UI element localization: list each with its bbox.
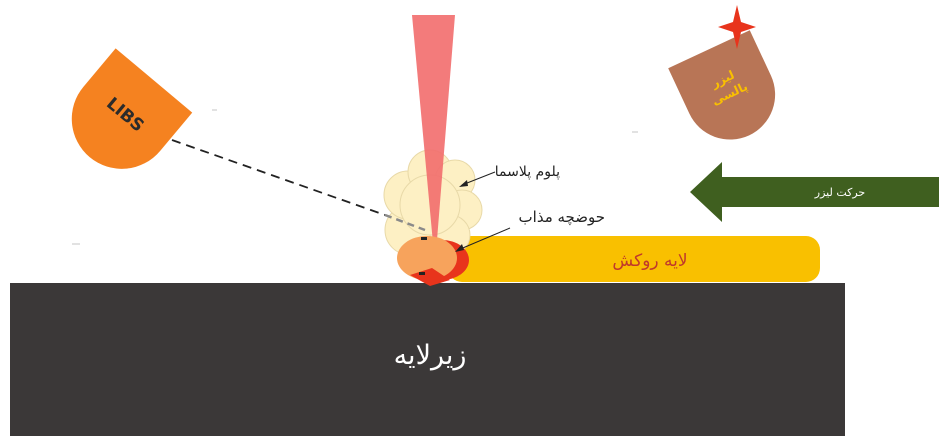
libs-sight-line xyxy=(172,140,385,215)
melt-pool-marker-bottom xyxy=(419,272,425,275)
substrate-label: زیرلایه xyxy=(394,340,467,371)
decorative-mark xyxy=(212,109,217,111)
coating-layer-label: لایه روکش xyxy=(612,251,687,271)
melt-pool-label: حوضچه مذاب xyxy=(519,208,605,226)
laser-motion-label: حرکت لیزر xyxy=(814,186,865,199)
melt-pool-marker-top xyxy=(421,237,427,240)
libs-head: LIBS xyxy=(51,48,192,189)
decorative-mark xyxy=(72,243,80,245)
decorative-mark xyxy=(632,131,638,133)
pulsed-laser-head: لیزر پالسی xyxy=(668,30,790,154)
plasma-plume-label: پلوم پلاسما xyxy=(495,164,560,180)
